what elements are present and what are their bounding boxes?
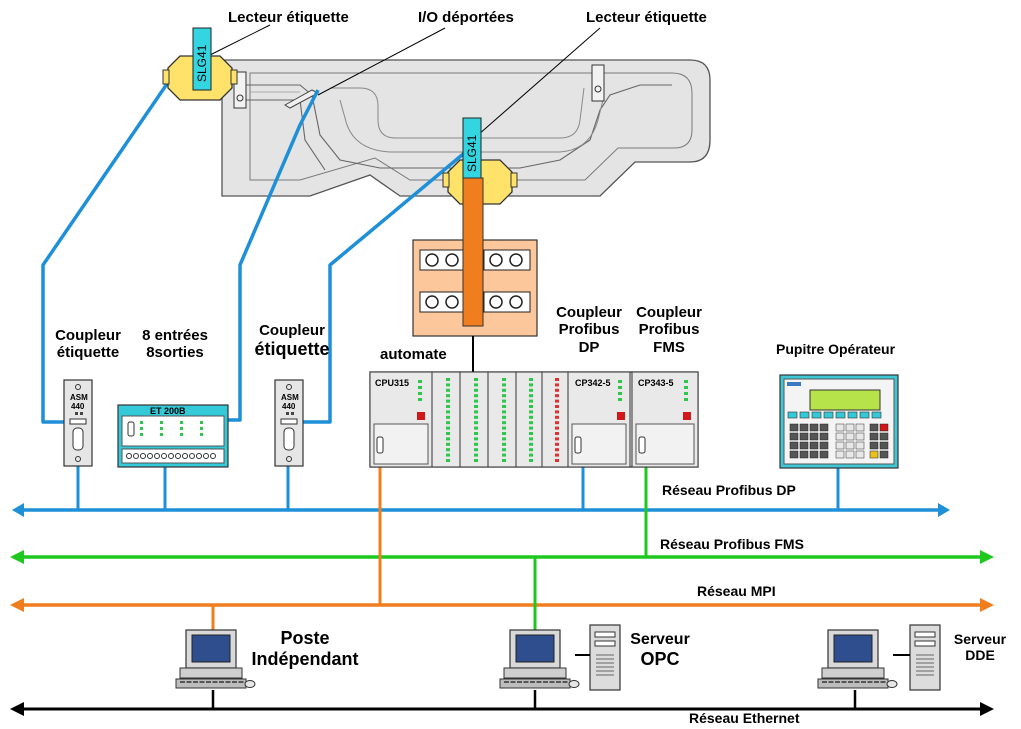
tag-reader-left: SLG41: [162, 27, 238, 101]
label-reader-right: Lecteur étiquette: [586, 9, 707, 26]
svg-text:ASM: ASM: [281, 393, 299, 402]
label-coupler-mid: Coupleur étiquette: [252, 322, 332, 360]
workstation-dde: [817, 629, 898, 689]
label-bus-profibus-dp: Réseau Profibus DP: [662, 482, 796, 498]
label-dp-coupler-line2: Profibus: [558, 321, 620, 339]
label-dde: Serveur DDE: [945, 631, 1015, 663]
label-opc-line2: OPC: [640, 649, 680, 670]
label-coupler-left: Coupleur étiquette: [48, 327, 128, 362]
label-operator-panel: Pupitre Opérateur: [776, 341, 896, 357]
operator-panel: [779, 374, 899, 469]
label-coupler-left-line2: étiquette: [56, 344, 120, 362]
reader-cables: [41, 61, 470, 424]
cable-io: [228, 89, 320, 422]
label-coupler-mid-line1: Coupleur: [259, 322, 325, 339]
label-dp-coupler-line3: DP: [578, 338, 600, 356]
svg-text:ASM: ASM: [70, 393, 88, 402]
svg-text:CP342-5: CP342-5: [575, 378, 611, 388]
asm440-mid: ASM 440: [274, 379, 304, 467]
label-fms-coupler-line3: FMS: [653, 338, 685, 356]
label-io-line1: 8 entrées: [142, 327, 208, 344]
label-dde-line2: DDE: [965, 647, 995, 664]
server-opc-tower: [589, 624, 621, 691]
label-reader-left: Lecteur étiquette: [228, 9, 349, 26]
label-coupler-mid-line2: étiquette: [254, 339, 330, 360]
label-bus-ethernet: Réseau Ethernet: [689, 710, 800, 726]
label-bus-mpi: Réseau MPI: [697, 583, 776, 599]
label-remote-io: I/O déportées: [418, 9, 514, 26]
robot-arm: [462, 177, 484, 327]
label-poste-line2: Indépendant: [251, 648, 359, 669]
svg-text:CP343-5: CP343-5: [638, 378, 674, 388]
label-dde-line1: Serveur: [953, 631, 1007, 647]
et200b-module: ET 200B: [117, 404, 229, 468]
label-fms-coupler-line1: Coupleur: [636, 304, 702, 321]
label-dp-coupler: Coupleur Profibus DP: [553, 304, 625, 356]
workstation-opc: [499, 629, 580, 689]
svg-text:CPU315: CPU315: [375, 378, 409, 388]
cable-reader-right: [300, 148, 470, 424]
slg41-label-right: SLG41: [465, 134, 479, 172]
plc-rack: CPU315 CP342-5 CP343-5: [369, 371, 699, 468]
asm440-left: ASM 440: [63, 379, 93, 467]
svg-text:ET 200B: ET 200B: [150, 406, 186, 416]
leader-lines: [209, 24, 601, 136]
network-buses: [10, 503, 994, 716]
slg41-tag-left: [192, 27, 212, 91]
cable-reader-left: [41, 61, 184, 424]
label-io-line2: 8sorties: [146, 344, 204, 362]
label-fms-coupler: Coupleur Profibus FMS: [631, 304, 707, 356]
label-bus-profibus-fms: Réseau Profibus FMS: [660, 536, 804, 552]
label-io: 8 entrées 8sorties: [135, 327, 215, 362]
slg41-label-left: SLG41: [195, 44, 209, 82]
label-poste: Poste Indépendant: [240, 628, 370, 669]
label-opc: Serveur OPC: [620, 631, 700, 670]
label-coupler-left-line1: Coupleur: [55, 327, 121, 344]
server-dde-tower: [909, 624, 941, 691]
label-opc-line1: Serveur: [630, 631, 690, 648]
handling-station: [412, 177, 538, 372]
label-poste-line1: Poste: [280, 628, 330, 648]
label-automate: automate: [380, 346, 447, 363]
svg-text:440: 440: [71, 402, 85, 411]
svg-text:440: 440: [282, 402, 296, 411]
workstation-poste: [175, 629, 256, 689]
label-dp-coupler-line1: Coupleur: [556, 304, 622, 321]
label-fms-coupler-line2: Profibus: [638, 321, 700, 339]
bus-drops: [76, 466, 857, 709]
